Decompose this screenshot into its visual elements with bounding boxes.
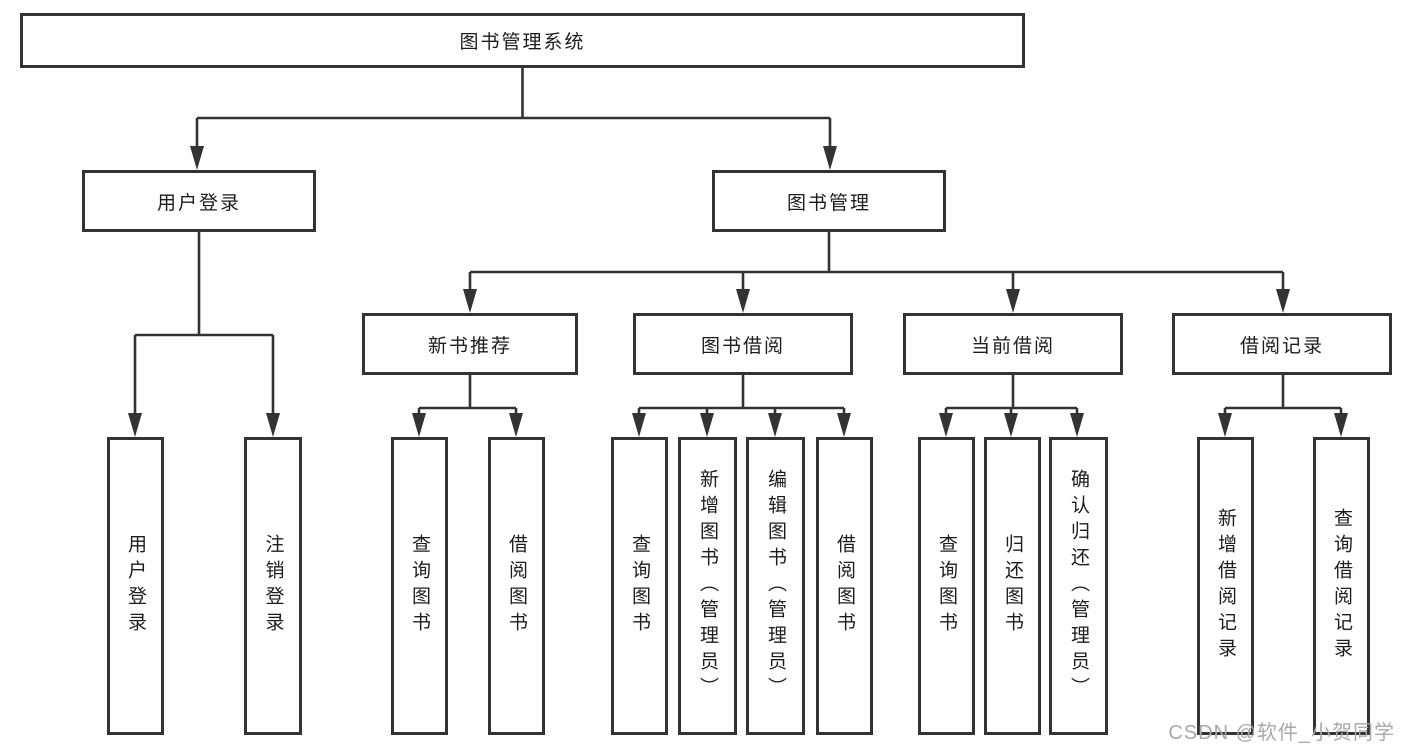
node-label: 借阅图书 [506, 534, 527, 638]
leaf-current-query-books: 查询图书 [918, 437, 975, 735]
leaf-borrow-edit-books-admin: 编辑图书（管理员） [746, 437, 805, 735]
leaf-borrow-borrow-books: 借阅图书 [816, 437, 873, 735]
node-label: 注销登录 [262, 534, 284, 638]
node-label: 图书借阅 [700, 335, 785, 357]
leaf-current-return-books: 归还图书 [984, 437, 1041, 735]
bus-root-to-level2 [190, 68, 837, 170]
node-user-login: 用户登录 [82, 170, 316, 232]
node-label: 借阅记录 [1239, 335, 1324, 357]
node-label: 图书管理 [786, 192, 871, 214]
node-root-system: 图书管理系统 [20, 13, 1025, 68]
node-label: 查询借阅记录 [1331, 508, 1352, 664]
node-current-borrow: 当前借阅 [903, 313, 1123, 375]
leaf-record-add-borrow-record: 新增借阅记录 [1197, 437, 1254, 735]
csdn-watermark: CSDN @软件_小贺同学 [1168, 722, 1395, 744]
node-label: 查询图书 [936, 534, 957, 638]
node-new-book-recommend: 新书推荐 [362, 313, 578, 375]
leaf-logout: 注销登录 [244, 437, 302, 735]
node-book-management: 图书管理 [712, 170, 946, 232]
node-label: 图书管理系统 [459, 32, 586, 53]
node-label: 用户登录 [125, 534, 146, 638]
node-book-borrow: 图书借阅 [633, 313, 853, 375]
node-label: 确认归还（管理员） [1068, 469, 1089, 703]
bus-management-to-level3 [463, 232, 1290, 313]
node-label: 新增借阅记录 [1215, 508, 1236, 664]
node-label: 新书推荐 [427, 335, 512, 357]
node-label: 编辑图书（管理员） [765, 469, 786, 703]
leaf-record-query-borrow-record: 查询借阅记录 [1313, 437, 1370, 735]
bus-borrow-to-leaves [632, 375, 851, 437]
node-label: 借阅图书 [834, 534, 855, 638]
leaf-borrow-query-books: 查询图书 [611, 437, 668, 735]
node-label: 当前借阅 [970, 335, 1055, 357]
node-label: 用户登录 [156, 192, 241, 214]
node-label: 归还图书 [1002, 534, 1023, 638]
leaf-user-login: 用户登录 [107, 437, 164, 735]
leaf-current-confirm-return-admin: 确认归还（管理员） [1049, 437, 1108, 735]
bus-user-login-to-leaves [128, 232, 280, 437]
node-borrow-records: 借阅记录 [1172, 313, 1392, 375]
leaf-recommend-borrow-books: 借阅图书 [488, 437, 545, 735]
node-label: 查询图书 [629, 534, 650, 638]
leaf-borrow-add-books-admin: 新增图书（管理员） [678, 437, 737, 735]
bus-records-to-leaves [1218, 375, 1348, 437]
leaf-recommend-query-books: 查询图书 [391, 437, 448, 735]
bus-current-to-leaves [939, 375, 1084, 437]
node-label: 查询图书 [409, 534, 430, 638]
bus-recommend-to-leaves [412, 375, 523, 437]
node-label: 新增图书（管理员） [697, 469, 718, 703]
